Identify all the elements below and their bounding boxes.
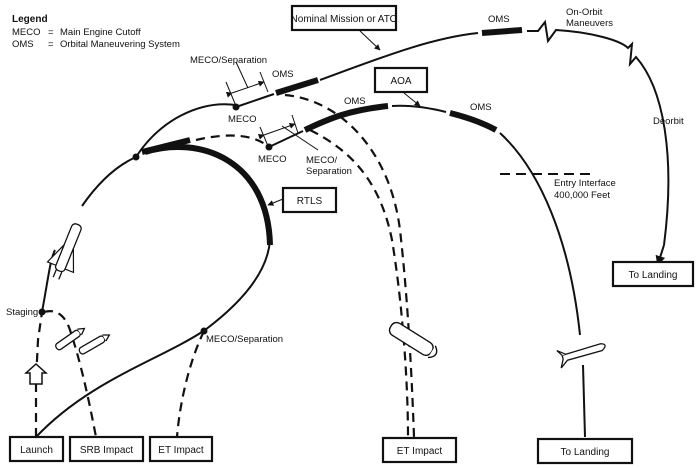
on-orbit-label-line1: On-Orbit [566,7,603,18]
staging-point [38,308,46,316]
final-approach-path [582,364,586,438]
meco-separation-lower-label-1: MECO/ [306,155,338,166]
aoa-label: AOA [390,76,411,87]
nominal-ascent-path [135,103,237,158]
legend-meaning-meco: Main Engine Cutoff [60,27,141,38]
nominal-mission-label: Nominal Mission or ATO [291,14,398,25]
et-impact-dashed-path-left [175,330,205,438]
legend-abbr-meco: MECO [12,27,41,38]
et-impact-label-left: ET Impact [158,445,204,456]
nominal-pointer [359,30,381,51]
meco-separation-rtls-label: MECO/Separation [206,334,283,345]
et-dashed-path-upper [284,93,416,438]
launch-dashed-path [34,311,44,437]
ascent-path-upper [81,156,137,207]
rtls-box [281,186,338,214]
et-dashed-path-lower [309,129,410,438]
to-landing-box-bottom [536,437,634,465]
oms-burn-upper [275,77,319,96]
ascent-path-lower [41,249,56,313]
rtls-powered-arc [144,143,273,246]
meco-to-oms-lower [268,130,304,148]
rtls-return-path [35,239,271,438]
orbiter-icon [556,343,606,369]
aoa-dashed-ascent [195,134,270,148]
launch-box [8,435,65,463]
up-arrow-icon [24,362,48,385]
rtls-label: RTLS [297,196,323,207]
et-impact-box-left [148,435,214,463]
on-orbit-path [527,19,670,246]
rtls-pointer [267,198,284,206]
to-landing-label-right: To Landing [629,270,678,281]
oms-aoa-right-label: OMS [470,102,492,113]
aoa-box [373,66,429,94]
entry-path [499,132,581,336]
meco-to-oms-upper [235,93,275,108]
oms-top-label: OMS [488,14,510,25]
oms-burn-aoa [303,103,389,133]
meco-separation-bracket-upper [225,61,269,107]
deorbit-arrow-icon [655,244,666,266]
thrust-segment [141,137,191,155]
et-impact-box-mid [381,436,458,464]
oms-burn-top [481,27,523,36]
legend-title: Legend [12,14,48,25]
aoa-pointer [403,92,421,107]
nominal-mission-box [290,4,398,32]
srb-boosters-icon [55,327,111,355]
aoa-coast-path [391,104,447,113]
srb-impact-box [68,435,145,463]
legend-meaning-oms: Orbital Maneuvering System [60,39,180,50]
nominal-orbit-path [319,32,479,81]
legend-eq: = [48,39,54,50]
legend: Legend MECO = Main Engine Cutoff OMS = O… [12,14,180,50]
to-landing-box-right [611,260,695,288]
legend-eq: = [48,27,54,38]
meco-separation-lower-label-2: Separation [306,166,352,177]
entry-interface-label-1: Entry Interface [554,178,616,189]
meco-upper-label: MECO [228,114,257,125]
launch-label: Launch [20,445,53,456]
staging-label: Staging [6,307,38,318]
on-orbit-label-line2: Maneuvers [566,18,613,29]
shuttle-stack-icon [46,223,82,280]
deorbit-label: Deorbit [653,116,684,127]
oms-aoa-left-label: OMS [344,96,366,107]
oms-burn-aoa-right [449,110,498,133]
oms-upper-label: OMS [272,69,294,80]
legend-abbr-oms: OMS [12,39,34,50]
srb-impact-label: SRB Impact [80,445,134,456]
et-impact-label-mid: ET Impact [397,446,443,457]
meco-lower-label: MECO [258,154,287,165]
meco-separation-upper-label: MECO/Separation [190,55,267,66]
external-tank-icon [388,321,438,359]
srb-dashed-path [43,310,98,438]
to-landing-label-bottom: To Landing [561,447,610,458]
meco-separation-bracket-lower [257,114,319,151]
entry-interface-label-2: 400,000 Feet [554,190,610,201]
